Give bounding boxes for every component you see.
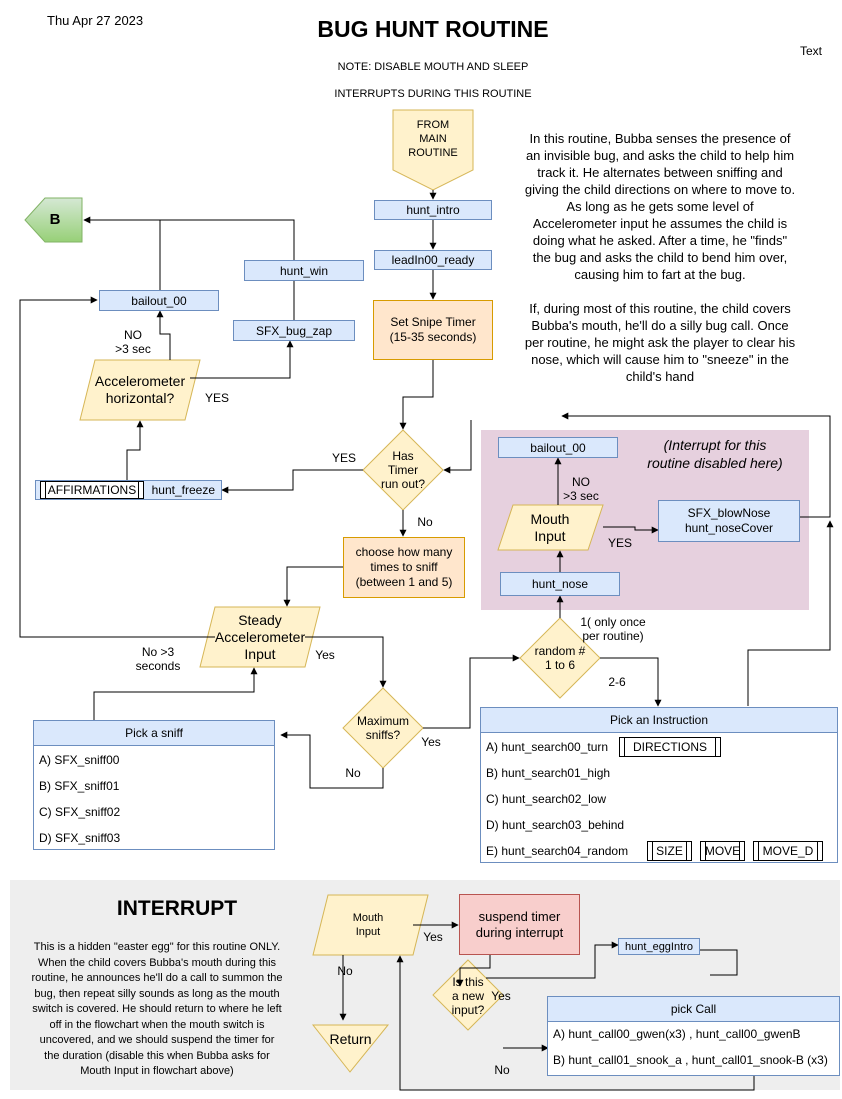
mouth-input-top-shape xyxy=(497,504,604,551)
sfx-bug-zap-node: SFX_bug_zap xyxy=(233,320,355,341)
list-item: E) hunt_search04_random xyxy=(486,844,629,858)
description-line: doing what he asked. After a time, he "f… xyxy=(532,233,788,248)
note-line-1: NOTE: DISABLE MOUTH AND SLEEP xyxy=(337,61,529,73)
description-line: giving the child directions on where to … xyxy=(524,182,796,197)
description-line: an invisible bug, and asks the child to … xyxy=(525,148,795,163)
edge-label-no-max: No xyxy=(345,766,361,780)
edge-label-no-timer: No xyxy=(417,515,433,529)
list-item: B) hunt_search01_high xyxy=(486,766,611,780)
description-line: nose, which will cause him to "sneeze" i… xyxy=(531,352,789,367)
edge-label-yes-mouth: YES xyxy=(607,536,632,550)
hunt-egg-intro-node: hunt_eggIntro xyxy=(618,938,700,955)
snipe-timer-node: Set Snipe Timer(15-35 seconds) xyxy=(373,300,493,360)
return-label: Return xyxy=(329,1031,372,1047)
random-shape xyxy=(519,617,601,699)
description-line: Accelerometer input he assumes the child… xyxy=(532,216,788,231)
edge-label-yes-timer: YES xyxy=(331,451,356,465)
description-line: In this routine, Bubba senses the presen… xyxy=(529,131,791,146)
list-item: A) SFX_sniff00 xyxy=(39,753,120,767)
pick-call-table: pick Call A) hunt_call00_gwen(x3) , hunt… xyxy=(547,996,840,1076)
random-label: random #1 to 6 xyxy=(534,644,586,672)
description-line: As long as he gets some level of xyxy=(566,199,754,214)
accel-horizontal-shape xyxy=(79,359,201,421)
note-line-2: INTERRUPTS DURING THIS ROUTINE xyxy=(334,88,532,100)
directions-subroutine: DIRECTIONS xyxy=(619,737,721,757)
list-item: A) hunt_call00_gwen(x3) , hunt_call00_gw… xyxy=(553,1027,801,1041)
edge-label-yes-max: Yes xyxy=(421,735,441,749)
list-item: D) hunt_search03_behind xyxy=(486,818,625,832)
move-d-subroutine: MOVE_D xyxy=(753,841,823,861)
description-line: track it. He alternates between sniffing… xyxy=(537,165,783,180)
hunt-nose-node: hunt_nose xyxy=(500,572,620,596)
pick-call-title: pick Call xyxy=(547,996,840,1022)
pick-instruction-table: Pick an Instruction A) hunt_search00_tur… xyxy=(480,707,838,863)
text-placeholder-label: Text xyxy=(800,44,823,58)
edge-label-no-interrupt-mouth: No xyxy=(337,964,353,978)
edge-label-yes-new-input: Yes xyxy=(491,989,511,1003)
description-line: Bubba's mouth, he'll do a silly bug call… xyxy=(531,318,789,333)
return-shape xyxy=(311,1024,390,1073)
pick-instruction-title: Pick an Instruction xyxy=(480,707,838,733)
edge-label-no-3sec-right: NO>3 sec xyxy=(563,475,599,503)
description-block: In this routine, Bubba senses the presen… xyxy=(505,130,815,385)
description-line: If, during most of this routine, the chi… xyxy=(529,301,791,316)
edge-label-two-six: 2-6 xyxy=(608,675,626,689)
description-line: causing him to fart at the bug. xyxy=(574,267,746,282)
page-title: BUG HUNT ROUTINE xyxy=(317,16,549,42)
edge-label-yes-accel: YES xyxy=(204,391,229,405)
interrupt-mouth-input-shape xyxy=(312,894,429,956)
from-main-shape xyxy=(392,109,474,191)
leadin-node: leadIn00_ready xyxy=(374,250,492,270)
edge-label-yes-interrupt-mouth: Yes xyxy=(423,930,443,944)
b-marker-label: B xyxy=(49,211,61,228)
bailout-right-node: bailout_00 xyxy=(498,437,618,458)
list-item: C) hunt_search02_low xyxy=(486,792,607,806)
list-item: D) SFX_sniff03 xyxy=(39,831,121,845)
steady-accel-shape xyxy=(199,606,321,668)
pick-sniff-title: Pick a sniff xyxy=(33,720,275,746)
bailout-left-node: bailout_00 xyxy=(99,290,219,311)
edge-label-no-new-input: No xyxy=(494,1063,510,1077)
move-subroutine: MOVE xyxy=(700,841,745,861)
edge-label-yes-steady: Yes xyxy=(315,648,335,662)
hunt-freeze-label: hunt_freeze xyxy=(151,483,215,497)
pick-sniff-table: Pick a sniff A) SFX_sniff00 B) SFX_sniff… xyxy=(33,720,275,850)
description-line: the bug and asks the child to bend him o… xyxy=(532,250,788,265)
list-item: C) SFX_sniff02 xyxy=(39,805,121,819)
list-item: B) SFX_sniff01 xyxy=(39,779,120,793)
date-label: Thu Apr 27 2023 xyxy=(47,13,144,28)
affirmations-subroutine: AFFIRMATIONS xyxy=(40,481,144,499)
list-item: B) hunt_call01_snook_a , hunt_call01_sno… xyxy=(553,1053,828,1067)
size-subroutine: SIZE xyxy=(647,841,692,861)
description-line: per routine, he might ask the player to … xyxy=(524,335,796,350)
hunt-win-node: hunt_win xyxy=(244,260,364,281)
b-marker-shape xyxy=(24,197,83,243)
list-item: A) hunt_search00_turn xyxy=(486,740,609,754)
new-input-shape xyxy=(432,959,504,1031)
interrupt-description: This is a hidden "easter egg" for this r… xyxy=(31,941,283,1077)
interrupt-title: INTERRUPT xyxy=(116,897,238,920)
hunt-intro-node: hunt_intro xyxy=(374,200,492,220)
description-line: child's hand xyxy=(625,369,695,384)
connectors xyxy=(19,190,834,1091)
edge-label-no-3sec-left: NO>3 sec xyxy=(115,328,151,356)
